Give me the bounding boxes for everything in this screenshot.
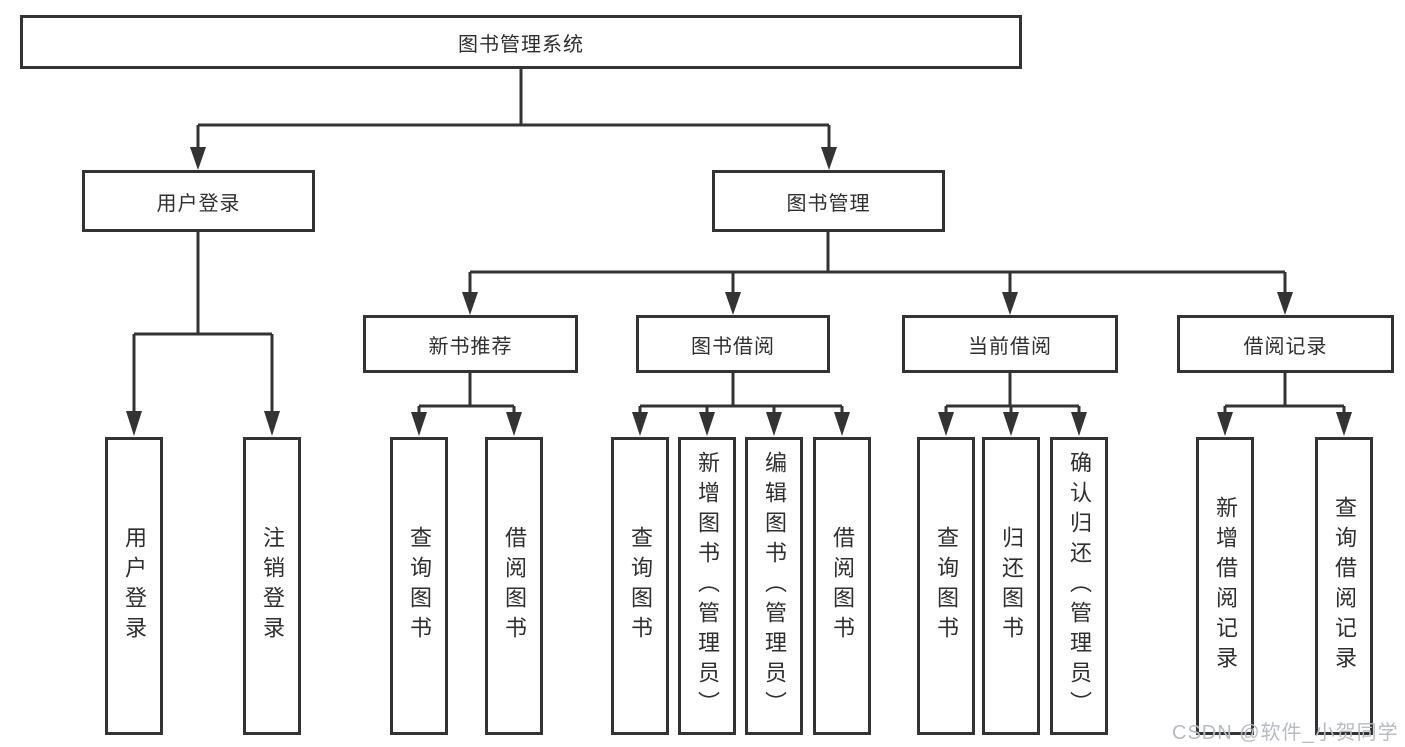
leaf-borrow-query-books-label: 查询图书 <box>628 526 653 646</box>
leaf-borrow-edit-books-admin: 编辑图书（管理员） <box>745 437 803 735</box>
leaf-user-login-label: 用户登录 <box>122 526 147 646</box>
connector-book-management-to-level3 <box>462 232 1293 315</box>
leaf-current-confirm-return-admin-label: 确认归还（管理员） <box>1067 451 1092 721</box>
leaf-current-return-books: 归还图书 <box>982 437 1040 735</box>
connector-new-book-recommend-to-leaves <box>411 373 522 436</box>
leaf-recommend-borrow-books-label: 借阅图书 <box>502 526 527 646</box>
leaf-records-add-record: 新增借阅记录 <box>1196 437 1254 735</box>
csdn-watermark: CSDN @软件_小贺同学 <box>1172 722 1399 744</box>
leaf-borrow-edit-books-admin-label: 编辑图书（管理员） <box>762 451 787 721</box>
leaf-borrow-borrow-books: 借阅图书 <box>813 437 871 735</box>
node-borrow-records-label: 借阅记录 <box>1243 335 1328 358</box>
leaf-borrow-borrow-books-label: 借阅图书 <box>830 526 855 646</box>
leaf-borrow-query-books: 查询图书 <box>611 437 669 735</box>
node-current-borrow: 当前借阅 <box>902 315 1118 373</box>
connector-current-borrow-to-leaves <box>938 373 1087 436</box>
leaf-current-query-books: 查询图书 <box>917 437 975 735</box>
leaf-logout-label: 注销登录 <box>260 526 285 646</box>
node-root-system: 图书管理系统 <box>20 15 1022 69</box>
leaf-borrow-add-books-admin: 新增图书（管理员） <box>678 437 736 735</box>
node-new-book-recommend-label: 新书推荐 <box>428 335 513 358</box>
connector-borrow-records-to-leaves <box>1217 373 1352 436</box>
connector-user-login-to-leaves <box>126 232 280 436</box>
leaf-current-query-books-label: 查询图书 <box>934 526 959 646</box>
node-user-login: 用户登录 <box>82 170 315 232</box>
leaf-recommend-query-books: 查询图书 <box>390 437 448 735</box>
connector-root-to-level2 <box>190 69 837 170</box>
node-book-management: 图书管理 <box>712 170 945 232</box>
node-book-management-label: 图书管理 <box>786 192 871 215</box>
leaf-borrow-add-books-admin-label: 新增图书（管理员） <box>695 451 720 721</box>
node-new-book-recommend: 新书推荐 <box>363 315 578 373</box>
node-root-system-label: 图书管理系统 <box>458 33 584 56</box>
leaf-recommend-query-books-label: 查询图书 <box>407 526 432 646</box>
node-current-borrow-label: 当前借阅 <box>968 335 1052 358</box>
leaf-user-login: 用户登录 <box>105 437 163 735</box>
leaf-records-query-record: 查询借阅记录 <box>1315 437 1373 735</box>
node-borrow-records: 借阅记录 <box>1177 315 1394 373</box>
leaf-recommend-borrow-books: 借阅图书 <box>485 437 543 735</box>
node-user-login-label: 用户登录 <box>156 192 241 215</box>
leaf-current-confirm-return-admin: 确认归还（管理员） <box>1050 437 1108 735</box>
leaf-logout: 注销登录 <box>243 437 301 735</box>
leaf-records-add-record-label: 新增借阅记录 <box>1213 496 1238 676</box>
node-book-borrow: 图书借阅 <box>636 315 830 373</box>
connector-book-borrow-to-leaves <box>632 373 850 436</box>
node-book-borrow-label: 图书借阅 <box>691 335 775 358</box>
leaf-current-return-books-label: 归还图书 <box>999 526 1024 646</box>
leaf-records-query-record-label: 查询借阅记录 <box>1332 496 1357 676</box>
